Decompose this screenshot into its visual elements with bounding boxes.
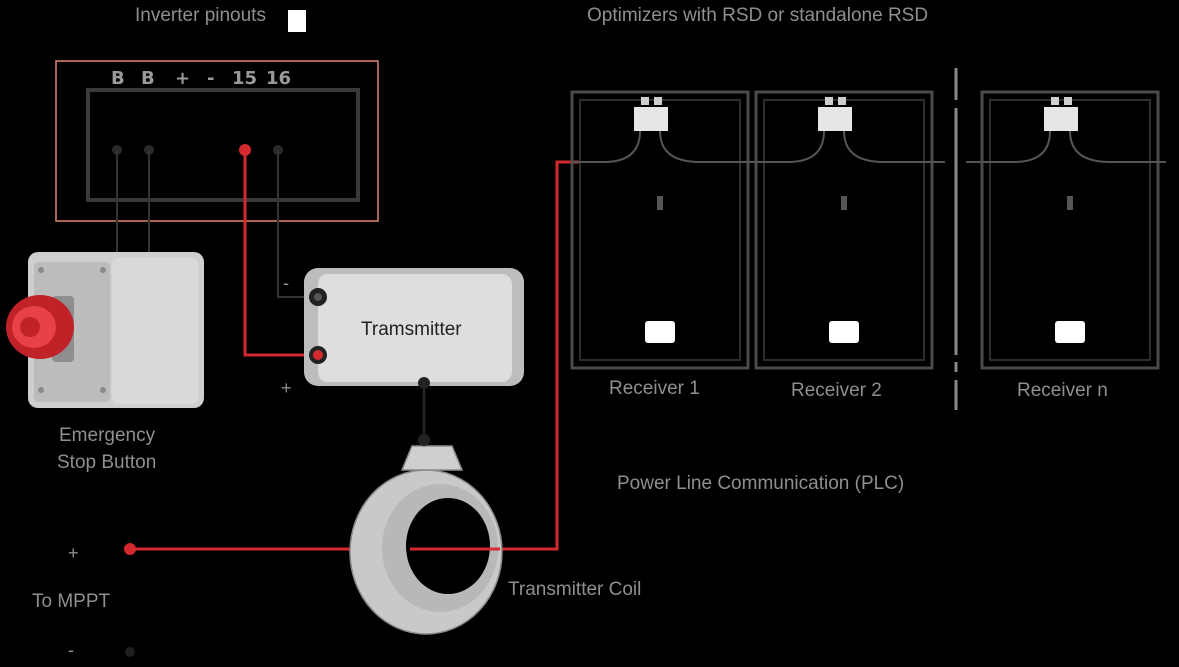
plc-label: Power Line Communication (PLC) xyxy=(617,473,904,494)
inverter-pinouts-title: Inverter pinouts xyxy=(135,5,266,26)
transmitter-plus-port-inner xyxy=(313,350,323,360)
transmitter-device: Tramsmitter xyxy=(304,268,524,389)
optimizer-connector xyxy=(1051,97,1059,105)
transmitter-minus-label: - xyxy=(283,273,289,293)
pin-label-b1: B xyxy=(111,68,125,89)
string-continuation-break xyxy=(954,68,981,410)
receiver-tag xyxy=(645,321,675,343)
receiver-2-label: Receiver 2 xyxy=(791,380,882,401)
mppt-plus-terminal xyxy=(124,543,136,555)
panel-junction xyxy=(841,196,847,210)
optimizer-lead-left xyxy=(748,130,825,163)
optimizer-lead-right xyxy=(659,130,748,163)
receiver-tag xyxy=(829,321,859,343)
cursor-marker xyxy=(288,10,306,32)
inverter-terminal-frame xyxy=(86,88,360,202)
estop-cap-center xyxy=(20,317,40,337)
optimizer-connector xyxy=(1064,97,1072,105)
coil-label: Transmitter Coil xyxy=(508,579,641,600)
estop-screw xyxy=(38,267,44,273)
optimizer-box-icon xyxy=(818,107,852,131)
optimizer-lead-left xyxy=(572,130,641,163)
transmitter-plus-label: + xyxy=(281,378,292,398)
receiver-panel-2 xyxy=(748,90,945,370)
mppt-minus-terminal xyxy=(125,647,135,657)
wire-15-to-transmitter xyxy=(243,150,318,357)
inverter-terminal-block: B B + - 15 16 xyxy=(55,60,379,222)
transmitter-coil-icon xyxy=(349,434,503,635)
estop-label-line2: Stop Button xyxy=(57,452,156,473)
pin-label-b2: B xyxy=(141,68,155,89)
inverter-highlight-frame xyxy=(55,60,379,222)
receiver-n-label: Receiver n xyxy=(1017,380,1108,401)
panel-junction xyxy=(657,196,663,210)
receiver-tag xyxy=(1055,321,1085,343)
panel-frame xyxy=(570,90,750,370)
panel-frame xyxy=(754,90,934,370)
mppt-minus-label: - xyxy=(68,640,74,660)
transmitter-label: Tramsmitter xyxy=(361,319,462,340)
estop-side-face xyxy=(112,258,198,404)
optimizer-box-icon xyxy=(1044,107,1078,131)
emergency-stop-button-icon xyxy=(6,252,204,408)
pin-label-plus: + xyxy=(175,68,190,89)
panel-junction xyxy=(1067,196,1073,210)
coil-clamp xyxy=(400,445,464,471)
coil-ring-hole xyxy=(406,498,490,594)
optimizer-connector xyxy=(641,97,649,105)
panel-frame xyxy=(980,90,1160,370)
optimizer-lead-left xyxy=(982,130,1051,163)
estop-screw xyxy=(100,387,106,393)
transmitter-face xyxy=(318,274,512,382)
mppt-label: To MPPT xyxy=(32,591,111,612)
optimizer-connector xyxy=(838,97,846,105)
optimizer-lead-right xyxy=(843,130,945,163)
coil-port xyxy=(418,434,430,446)
optimizer-box-icon xyxy=(634,107,668,131)
pin-label-16: 16 xyxy=(266,68,291,89)
receiver-panel-1 xyxy=(570,90,750,370)
pin-label-15: 15 xyxy=(232,68,257,89)
receiver-1-label: Receiver 1 xyxy=(609,378,700,399)
optimizers-title: Optimizers with RSD or standalone RSD xyxy=(587,5,928,26)
estop-screw xyxy=(100,267,106,273)
estop-screw xyxy=(38,387,44,393)
optimizer-lead-right xyxy=(1069,130,1166,163)
estop-label-line1: Emergency xyxy=(59,425,156,446)
receiver-panel-n xyxy=(980,90,1166,370)
mppt-plus-label: + xyxy=(68,543,79,563)
transmitter-minus-port-inner xyxy=(314,293,322,301)
optimizer-connector xyxy=(825,97,833,105)
wire-coil-to-panels xyxy=(500,160,580,551)
optimizer-connector xyxy=(654,97,662,105)
pin-label-minus: - xyxy=(207,68,214,89)
